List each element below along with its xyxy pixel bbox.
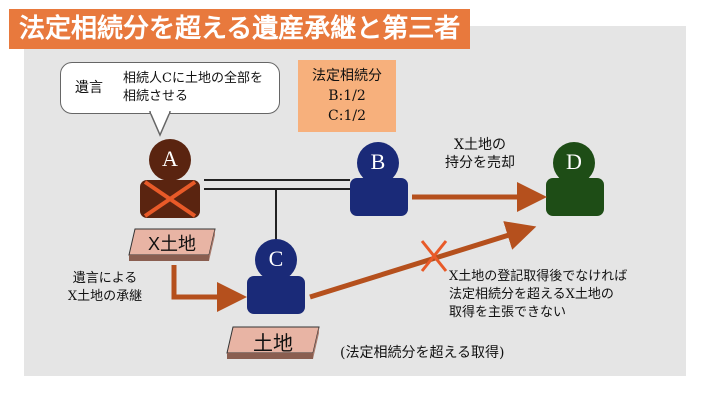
legal-share-label: 法定相続分 (312, 68, 382, 84)
note-text-line1: X土地の登記取得後でなければ (449, 269, 628, 284)
inherit-text-line1: 遺言による (72, 271, 138, 286)
legal-share-b: B:1/2 (328, 88, 366, 104)
will-label: 遺言 (75, 80, 103, 96)
page-title: 法定相続分を超える遺産承継と第三者 (9, 9, 471, 49)
denied-cross-icon (420, 240, 448, 272)
land-c-plate (226, 326, 320, 359)
person-b-icon (350, 142, 408, 216)
will-speech-bubble: 遺言 相続人Cに土地の全部を相続させる (60, 62, 280, 114)
land-x-plate (128, 228, 216, 261)
person-d-icon (546, 142, 604, 216)
relation-lines (204, 179, 350, 240)
inherit-text-line2: X土地の承継 (67, 289, 143, 304)
inherit-text: 遺言による X土地の承継 (58, 270, 152, 306)
note-text-line3: 取得を主張できない (449, 305, 567, 320)
note-text-line2: 法定相続分を超えるX土地の (449, 287, 614, 302)
sale-text: X土地の 持分を売却 (440, 136, 520, 172)
person-b-label: B (370, 149, 386, 174)
claim-arrow (309, 221, 537, 300)
legal-share-c: C:1/2 (328, 108, 366, 124)
person-c-label: C (268, 246, 284, 271)
land-c-label: 土地 (253, 333, 293, 355)
will-content: 相続人Cに土地の全部を相続させる (123, 71, 263, 104)
legal-share-box: 法定相続分 B:1/2 C:1/2 (298, 60, 396, 132)
sale-text-line1: X土地の (454, 137, 506, 153)
note-text: X土地の登記取得後でなければ 法定相続分を超えるX土地の 取得を主張できない (449, 268, 679, 322)
land-x-label: X土地 (147, 234, 196, 254)
sale-text-line2: 持分を売却 (445, 155, 515, 171)
bubble-tail (148, 110, 172, 137)
person-c-icon (247, 239, 305, 314)
caption-text: (法定相続分を超える取得) (340, 345, 505, 361)
person-d-label: D (566, 149, 582, 174)
person-a-label: A (162, 146, 178, 171)
inherit-arrow (171, 265, 247, 312)
deceased-cross-icon (143, 180, 197, 218)
